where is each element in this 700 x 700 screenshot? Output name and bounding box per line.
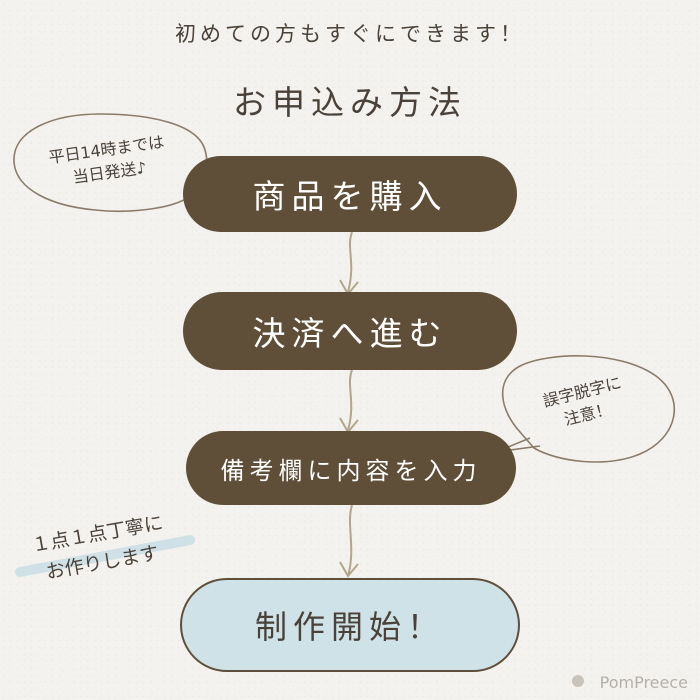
arrow-1	[339, 231, 359, 296]
step-production: 制作開始！	[180, 578, 520, 672]
tagline: 初めての方もすぐにできます！	[175, 22, 525, 46]
brand-name: PomPreece	[599, 673, 688, 692]
arrow-2	[339, 369, 359, 434]
step-checkout: 決済へ進む	[183, 292, 517, 370]
step-purchase: 商品を購入	[183, 156, 517, 232]
step-remarks: 備考欄に内容を入力	[186, 431, 516, 505]
brand-watermark: PomPreece	[600, 673, 688, 692]
note-highlight	[15, 535, 195, 577]
brand-logo-icon	[572, 675, 584, 687]
page-title: お申込み方法	[233, 83, 467, 122]
arrow-3	[339, 504, 359, 578]
speech-bubble-shipping	[13, 113, 233, 213]
